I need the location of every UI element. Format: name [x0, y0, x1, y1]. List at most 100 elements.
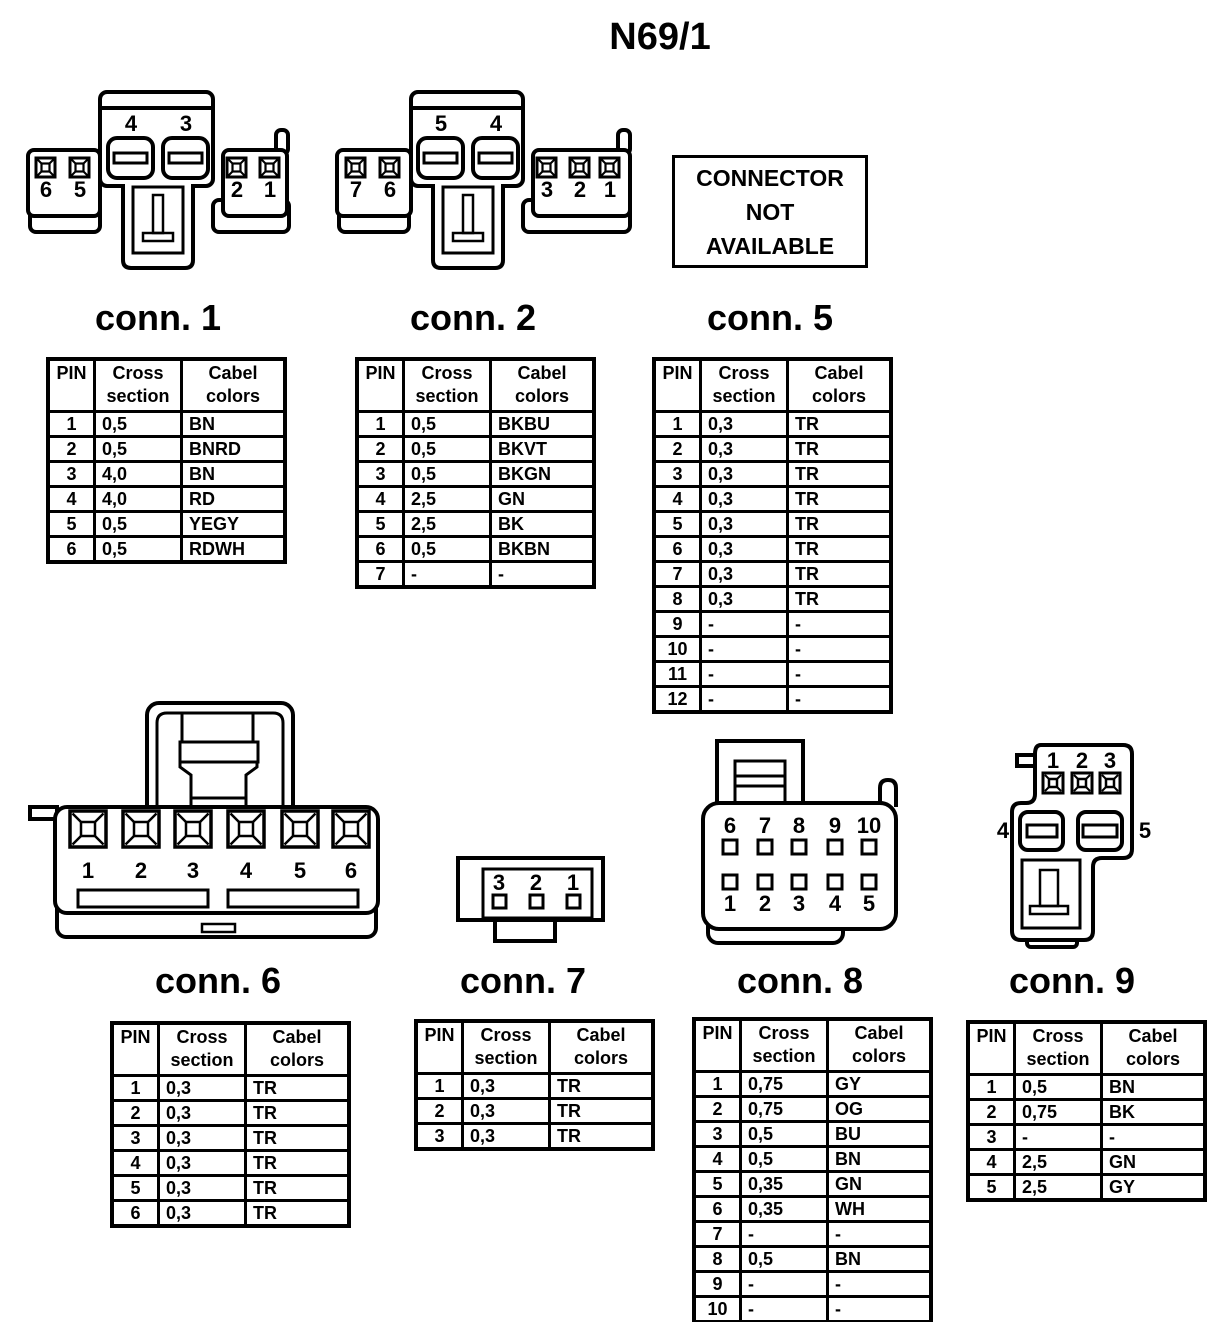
- cable-color-cell: BNRD: [180, 435, 287, 463]
- conn9-key-foot: [1028, 904, 1070, 916]
- pin-cell: 3: [652, 460, 702, 488]
- cross-section-cell: 0,5: [93, 410, 183, 438]
- pin-cell: 4: [110, 1149, 160, 1177]
- pin-number: 1: [1047, 748, 1059, 773]
- cable-color-cell: BN: [180, 410, 287, 438]
- pin-cell: 7: [355, 560, 405, 589]
- cross-section-cell: 0,3: [699, 410, 789, 438]
- pin-square: [225, 156, 248, 179]
- pin-cell: 4: [966, 1148, 1016, 1176]
- conn6-latch-neck: [178, 762, 259, 810]
- pin-header: PIN: [692, 1017, 742, 1073]
- pin-slot: [1076, 810, 1124, 852]
- conn9-key-frame: [1020, 858, 1082, 930]
- pin-number: 10: [857, 813, 881, 838]
- pin-cell: 4: [355, 485, 405, 513]
- cross-section-cell: -: [699, 685, 789, 714]
- cross-section-cell: 0,5: [402, 410, 492, 438]
- cable-color-cell: TR: [786, 435, 893, 463]
- pin-cell: 11: [652, 660, 702, 688]
- pin-number: 4: [125, 111, 138, 136]
- conn7-drawing: 3 2 1: [456, 856, 605, 943]
- cross-section-cell: 0,5: [739, 1245, 829, 1273]
- cross-section-cell: 0,3: [157, 1199, 247, 1228]
- cable-color-cell: GN: [489, 485, 596, 513]
- pin-cell: 6: [355, 535, 405, 563]
- pin-cell: 8: [692, 1245, 742, 1273]
- conn6-tab-inner-outline: [155, 711, 285, 818]
- pin-cell: 3: [692, 1120, 742, 1148]
- pin-cell: 5: [46, 510, 96, 538]
- pin-cell: 4: [46, 485, 96, 513]
- pin-number: 3: [180, 111, 192, 136]
- cable-color-cell: -: [826, 1295, 933, 1322]
- pin-square: [535, 156, 558, 179]
- cross-section-cell: 0,5: [402, 435, 492, 463]
- pin-number: 1: [604, 177, 616, 202]
- conn8-body: [701, 801, 898, 931]
- pin-cell: 5: [110, 1174, 160, 1202]
- pin-square: [756, 838, 774, 856]
- page-title: N69/1: [609, 16, 711, 58]
- pin-row: 10--: [652, 635, 893, 663]
- pin-square: [280, 809, 320, 849]
- pin-cell: 1: [46, 410, 96, 438]
- pin-number: 3: [493, 870, 505, 895]
- pin-cell: 3: [110, 1124, 160, 1152]
- pin-cell: 5: [966, 1173, 1016, 1202]
- pin-header: PIN: [652, 357, 702, 413]
- cross-section-cell: 0,5: [739, 1120, 829, 1148]
- pin-square: [1070, 771, 1094, 795]
- pin-row: 7--: [692, 1220, 933, 1248]
- cable-color-cell: TR: [548, 1097, 655, 1125]
- cable-color-cell: TR: [786, 410, 893, 438]
- pin-number: 3: [541, 177, 553, 202]
- pin-number: 3: [793, 891, 805, 916]
- pin-number: 6: [724, 813, 736, 838]
- conn8-latch-hook: [878, 777, 898, 807]
- cable-color-cell: GN: [826, 1170, 933, 1198]
- pin-square: [860, 873, 878, 891]
- pin-slot: [161, 136, 210, 180]
- cross-section-header: Cross section: [461, 1019, 551, 1075]
- pin-square: [756, 873, 774, 891]
- pin-cell: 2: [966, 1098, 1016, 1126]
- pin-slot-bar: [1025, 823, 1059, 839]
- cable-color-cell: -: [786, 685, 893, 714]
- connector-not-available-box: CONNECTOR NOT AVAILABLE: [672, 155, 868, 268]
- cross-section-cell: 0,3: [699, 510, 789, 538]
- pin-cell: 2: [110, 1099, 160, 1127]
- pin-number: 2: [135, 858, 147, 883]
- pin-number: 3: [187, 858, 199, 883]
- cross-section-cell: 0,5: [739, 1145, 829, 1173]
- conn6-lip-notch: [200, 922, 237, 934]
- cable-color-cell: -: [826, 1270, 933, 1298]
- cable-color-cell: BK: [1100, 1098, 1207, 1126]
- pin-header: PIN: [46, 357, 96, 413]
- pin-cell: 1: [355, 410, 405, 438]
- pin-number: 6: [384, 177, 396, 202]
- cable-color-cell: GN: [1100, 1148, 1207, 1176]
- pin-cell: 2: [355, 435, 405, 463]
- cross-section-cell: 0,3: [157, 1124, 247, 1152]
- cable-color-cell: TR: [244, 1174, 351, 1202]
- pin-cell: 6: [46, 535, 96, 564]
- pin-slot-bar: [1081, 823, 1119, 839]
- cable-color-cell: BN: [1100, 1073, 1207, 1101]
- pin-number: 6: [345, 858, 357, 883]
